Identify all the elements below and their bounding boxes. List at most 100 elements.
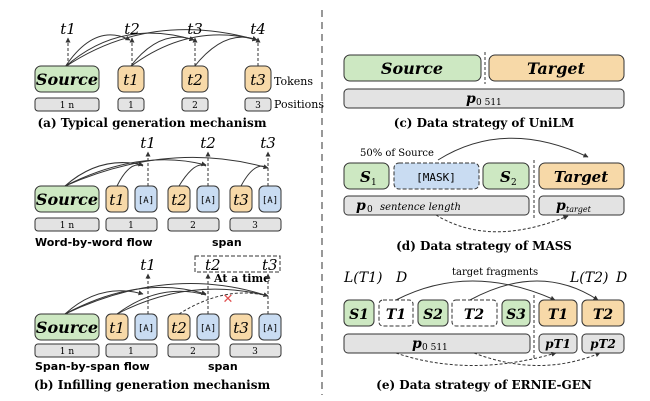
b2-pos-3-label: 3 [252, 347, 258, 357]
d-target-box [538, 162, 625, 190]
a-caption: (a) Typical generation mechanism [37, 116, 266, 130]
e-s1-label: S1 [349, 307, 369, 323]
e-s1-box [343, 299, 375, 327]
c-target-box [488, 54, 625, 82]
e-pt2-box [581, 333, 625, 354]
a-token-3: t3 [250, 71, 266, 89]
b1-mask-3: [A] [262, 196, 278, 206]
e-s2-box [417, 299, 449, 327]
b2-mask-3: [A] [262, 324, 278, 334]
a-pos-source [34, 97, 100, 112]
a-pos-source-label: 1 n [60, 101, 75, 111]
a-token-box-2 [181, 65, 209, 93]
b2-blocked-arc [178, 292, 269, 315]
d-mask-label: [MASK] [416, 171, 456, 184]
d-s1-label: S [360, 168, 371, 186]
panel-a: t1 t2 t3 t4 Source t1 t2 t3 Tokens 1 n 1… [34, 20, 324, 130]
e-target-fragments: target fragments [452, 267, 538, 278]
e-s3-label: S3 [506, 307, 526, 323]
b1-pos-source-label: 1 n [60, 221, 75, 231]
b1-mask-1: [A] [138, 196, 154, 206]
a-token-box-1 [117, 65, 145, 93]
e-pos-box [343, 333, 531, 354]
c-source-label: Source [381, 59, 443, 78]
c-pos-range: 0 511 [476, 98, 502, 108]
e-l-t1: L(T1) [343, 270, 382, 286]
e-caption: (e) Data strategy of ERNIE-GEN [376, 378, 592, 392]
b1-top-label-2: t2 [200, 134, 216, 152]
b1-source-label: Source [36, 190, 98, 209]
e-t1-label: T1 [548, 307, 568, 323]
panel-b: t1 t2 t3 Source t1 [A] t2 [A] t3 [A] 1 n… [34, 134, 282, 392]
b1-top-label-3: t3 [260, 134, 276, 152]
panel-e: L(T1) D target fragments L(T2) D S1 T1 S… [343, 267, 627, 392]
panel-d: 50% of Source S 1 [MASK] S 2 Target p 0 … [343, 137, 625, 253]
e-d-label-1: D [395, 270, 407, 286]
b2-at-a-time-box [194, 255, 281, 273]
d-s2-sub: 2 [511, 178, 517, 188]
b1-mask-box-3 [258, 185, 282, 213]
b2-at-a-time: At a time [213, 272, 270, 285]
b2-token-box-2 [167, 313, 191, 341]
b2-token-3: t3 [233, 319, 249, 337]
b2-pos-source [34, 343, 100, 358]
e-l-t2: L(T2) [569, 270, 608, 286]
b2-token-2: t2 [171, 319, 187, 337]
b2-pos-2-label: 2 [190, 347, 196, 357]
b2-mask-1: [A] [138, 324, 154, 334]
b1-token-box-1 [105, 185, 129, 213]
b2-pos-source-label: 1 n [60, 347, 75, 357]
e-t2-mask-box [451, 299, 498, 327]
d-s2-label: S [500, 168, 511, 186]
d-ptarget-box [538, 195, 625, 216]
b2-token-1: t1 [109, 319, 125, 337]
d-mask-arc [437, 137, 589, 161]
b1-mask-box-1 [134, 185, 158, 213]
a-tokens-label: Tokens [274, 75, 313, 88]
a-token-2: t2 [187, 71, 203, 89]
b2-mask-box-2 [196, 313, 220, 341]
d-s2-box [482, 162, 530, 190]
e-d-label-2: D [615, 270, 627, 286]
b1-top-label-1: t1 [140, 134, 156, 152]
b2-mask-2: [A] [200, 324, 216, 334]
c-caption: (c) Data strategy of UniLM [394, 116, 574, 130]
d-s1-sub: 1 [371, 178, 377, 188]
e-t2-mask-label: T2 [464, 307, 484, 323]
b1-pos-3 [229, 217, 282, 232]
b2-token-box-1 [105, 313, 129, 341]
e-t1-mask-box [378, 299, 414, 327]
b1-pos-1 [105, 217, 158, 232]
e-s3-box [501, 299, 531, 327]
e-pt2-label: pT2 [590, 337, 616, 351]
b1-pos-source [34, 217, 100, 232]
b2-pos-2 [167, 343, 220, 358]
d-ptarget-label: p [556, 198, 566, 214]
b1-pos-2-label: 2 [190, 221, 196, 231]
e-pos-label: p [412, 336, 422, 352]
b2-pos-3 [229, 343, 282, 358]
e-pt1-box [538, 333, 578, 354]
b2-top-label-3: t3 [262, 256, 278, 274]
d-mask-box [393, 162, 480, 190]
b2-top-label-1: t1 [140, 256, 156, 274]
a-top-label-4: t4 [250, 20, 266, 38]
b2-top-label-2: t2 [205, 256, 221, 274]
b2-token-box-3 [229, 313, 253, 341]
b1-pos-2 [167, 217, 220, 232]
a-source-label: Source [36, 70, 98, 89]
e-t1-mask-label: T1 [386, 307, 406, 323]
d-ptarget-sub: target [566, 205, 592, 214]
c-target-label: Target [527, 59, 586, 78]
a-top-label-2: t2 [124, 20, 140, 38]
b1-pos-1-label: 1 [128, 221, 134, 231]
d-pos-label: p [356, 198, 366, 214]
b-span-label-1: span [212, 236, 242, 249]
d-target-label: Target [554, 168, 608, 186]
b2-mask-box-3 [258, 313, 282, 341]
a-pos-3-label: 3 [255, 101, 261, 111]
d-pos-arc [435, 214, 569, 233]
e-t2-label: T2 [593, 307, 613, 323]
a-pos-2 [181, 97, 209, 112]
c-pos-label: p [466, 91, 476, 107]
